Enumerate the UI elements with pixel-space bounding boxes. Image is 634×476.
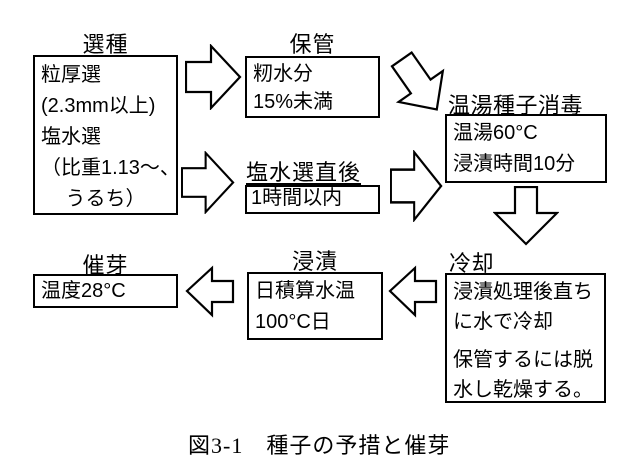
node-text-line: 保管するには脱 <box>453 349 593 371</box>
block-arrow-left-icon <box>185 265 235 318</box>
block-arrow-down-icon <box>493 186 559 246</box>
node-text-line: (2.3mm以上) <box>41 95 156 117</box>
block-arrow-right-icon <box>390 150 443 222</box>
node-text-line: 浸漬処理後直ち <box>453 281 593 303</box>
node-box-soaking: 日積算水温 100°C日 <box>247 272 383 340</box>
node-title-cooling: 冷却 <box>449 251 495 276</box>
node-text-line: 浸漬時間10分 <box>453 153 576 175</box>
node-text-line: 温湯60°C <box>453 122 538 144</box>
node-text-line: 籾水分 <box>253 63 313 85</box>
node-title-storage: 保管 <box>289 32 336 57</box>
node-box-storage: 籾水分 15%未満 <box>245 56 380 118</box>
node-text-line: 1時間以内 <box>251 187 343 209</box>
node-text-line: に水で冷却 <box>453 311 553 333</box>
node-box-seed-selection: 粒厚選 (2.3mm以上) 塩水選 （比重1.13～、 うるち） <box>33 55 180 215</box>
node-title-hot-water-seed-disinfection: 温湯種子消毒 <box>448 93 584 118</box>
node-box-cooling: 浸漬処理後直ち に水で冷却 保管するには脱 水し乾燥する。 <box>445 273 606 403</box>
node-box-within-one-hour: 1時間以内 <box>245 185 380 214</box>
node-text-line: 温度28°C <box>41 280 126 302</box>
node-title-soaking: 浸漬 <box>291 249 338 274</box>
node-text-line: 粒厚選 <box>41 64 101 86</box>
node-title-seed-selection: 選種 <box>82 32 129 57</box>
block-arrow-left-icon <box>388 265 438 318</box>
block-arrow-right-icon <box>181 151 235 214</box>
node-text-line: うるち） <box>65 188 146 210</box>
node-text-line: 日積算水温 <box>255 280 355 302</box>
node-box-hot-water-seed-disinfection: 温湯60°C 浸漬時間10分 <box>445 114 607 183</box>
node-box-germination: 温度28°C <box>33 274 178 308</box>
node-title-germination: 催芽 <box>82 253 129 278</box>
block-arrow-down-right-icon <box>390 51 445 111</box>
block-arrow-right-icon <box>185 44 242 110</box>
node-text-line: 15%未満 <box>253 91 334 113</box>
node-text-line: 塩水選 <box>41 126 101 148</box>
node-text-line: 水し乾燥する。 <box>453 379 593 401</box>
figure-caption: 図3-1 種子の予措と催芽 <box>188 433 451 458</box>
node-text-line: （比重1.13～、 <box>41 157 180 179</box>
node-text-line: 100°C日 <box>255 311 331 333</box>
node-title-right-after-salt-water-selection: 塩水選直後 <box>246 160 362 185</box>
